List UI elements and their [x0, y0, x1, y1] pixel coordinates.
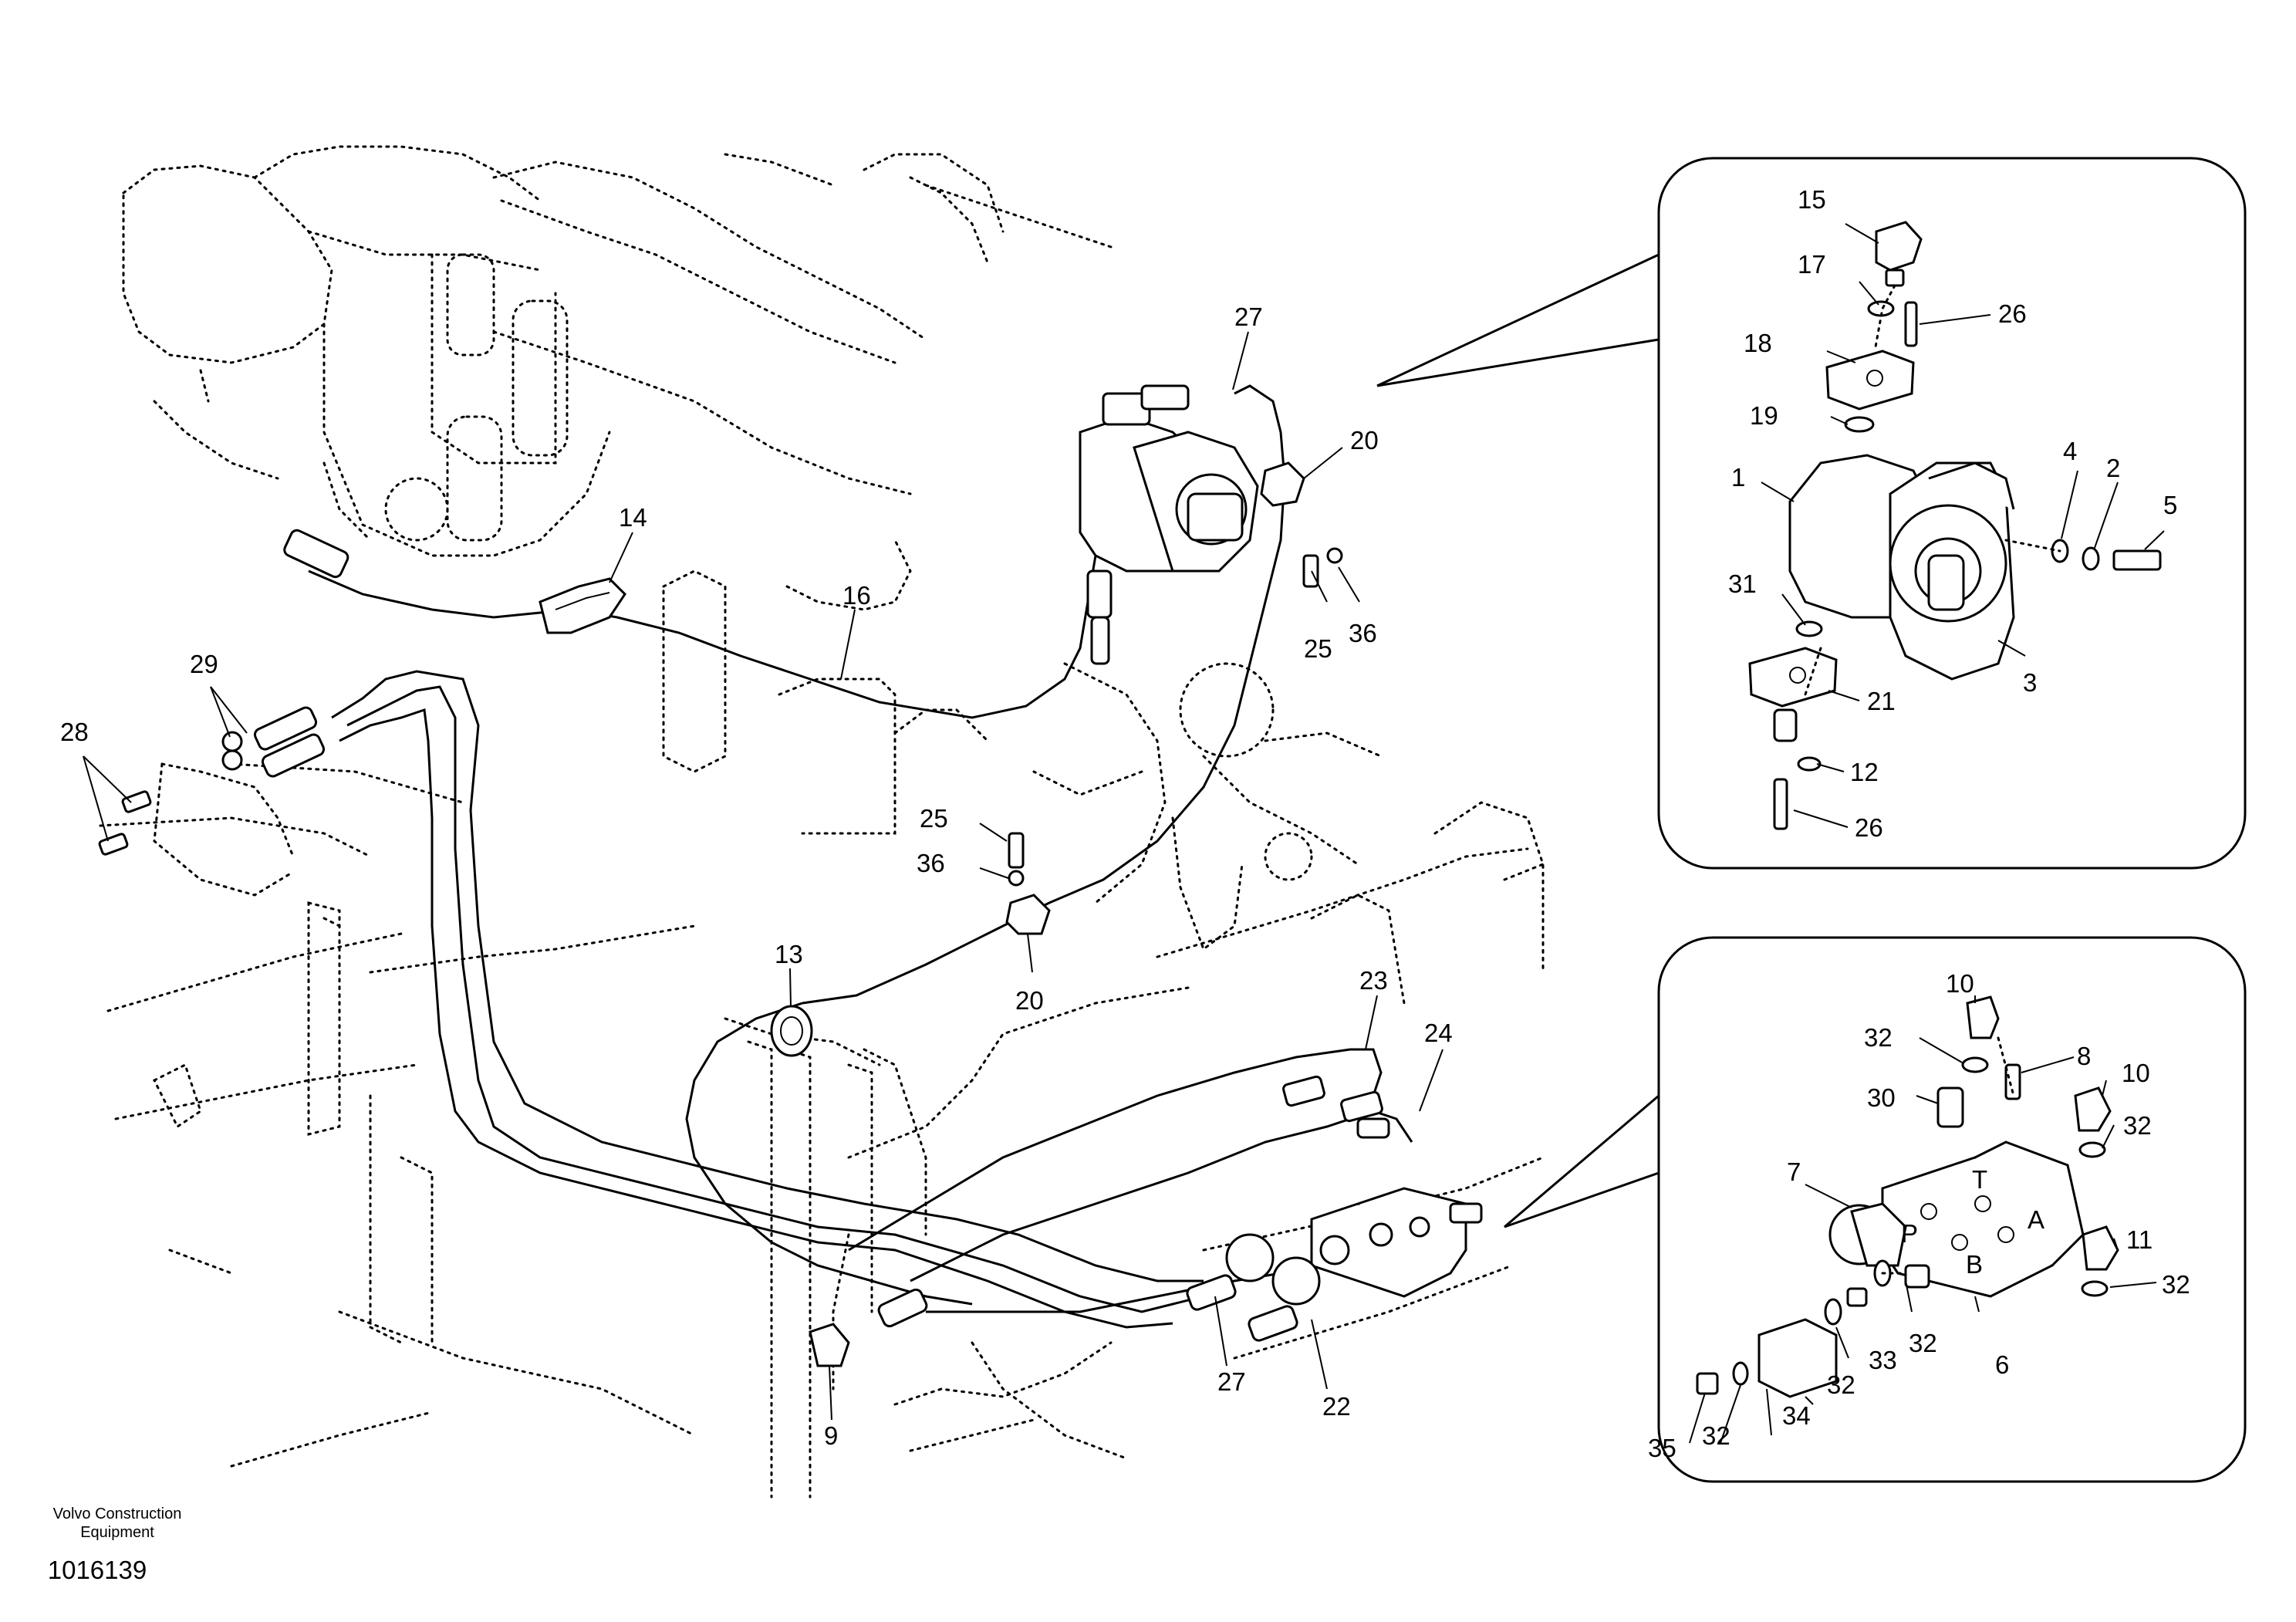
callout-20-lower: 20	[1015, 986, 1044, 1015]
valve-block-assembly	[877, 1075, 1483, 1342]
callout-27-lower: 27	[1217, 1367, 1246, 1396]
fan-motor-assembly	[1079, 384, 1259, 665]
callout-11: 11	[2126, 1225, 2152, 1254]
callout-10-right: 10	[2122, 1059, 2150, 1087]
callout-7: 7	[1787, 1157, 1801, 1186]
callout-25-lower: 25	[920, 804, 948, 833]
callout-27-upper: 27	[1234, 302, 1263, 331]
callout-4: 4	[2063, 437, 2077, 465]
callout-32-d: 32	[1909, 1329, 1937, 1357]
callout-36-lower: 36	[917, 849, 945, 877]
detail-box-fan-motor	[1376, 157, 2247, 870]
callout-14: 14	[619, 503, 647, 532]
callout-6: 6	[1995, 1350, 2009, 1379]
callout-3: 3	[2023, 668, 2037, 697]
callout-32-e: 32	[1827, 1370, 1855, 1399]
callout-32-b: 32	[2123, 1111, 2152, 1140]
footer: Volvo Construction Equipment 1016139	[48, 1505, 182, 1584]
callout-21: 21	[1867, 687, 1896, 715]
callout-12: 12	[1850, 758, 1879, 786]
callout-31: 31	[1728, 569, 1757, 598]
port-label-a: A	[2028, 1205, 2044, 1234]
callout-13: 13	[775, 940, 803, 968]
callout-8: 8	[2077, 1042, 2091, 1070]
callout-32-c: 32	[2162, 1270, 2190, 1299]
drawing-number: 1016139	[48, 1556, 147, 1584]
callout-15: 15	[1798, 185, 1826, 214]
callout-33: 33	[1869, 1346, 1897, 1374]
clamps-and-fittings	[98, 461, 1343, 1367]
callout-32-f: 32	[1702, 1421, 1730, 1450]
callout-18: 18	[1744, 329, 1772, 357]
callout-36-upper: 36	[1349, 619, 1377, 647]
port-label-p: P	[1901, 1219, 1918, 1248]
callout-29: 29	[190, 650, 218, 678]
callout-28: 28	[60, 718, 89, 746]
callout-32-a: 32	[1864, 1023, 1893, 1052]
callout-9: 9	[824, 1421, 838, 1450]
callout-34: 34	[1782, 1401, 1811, 1430]
callout-25-upper: 25	[1304, 634, 1332, 663]
port-label-b: B	[1966, 1250, 1983, 1279]
engine-background	[122, 145, 1383, 951]
leader-lines	[83, 223, 2165, 1444]
port-label-t: T	[1972, 1165, 1987, 1194]
company-name-line1: Volvo Construction	[53, 1505, 182, 1522]
callout-26-upper: 26	[1998, 299, 2027, 328]
callout-35: 35	[1648, 1434, 1676, 1462]
detail-box-valve-block	[1504, 936, 2247, 1483]
callout-2: 2	[2106, 454, 2120, 482]
callout-24: 24	[1424, 1019, 1453, 1047]
callout-1: 1	[1731, 463, 1745, 492]
callout-22: 22	[1322, 1392, 1351, 1421]
callout-26-lower: 26	[1855, 813, 1883, 842]
frame-background	[99, 762, 1545, 1499]
callout-19: 19	[1750, 401, 1778, 430]
callout-16: 16	[842, 581, 871, 610]
company-name-line2: Equipment	[80, 1524, 154, 1541]
callout-5: 5	[2163, 491, 2177, 519]
callout-labels: 14 16 27 20 25 36 29 28 25 36 13 20 23 2…	[60, 185, 2190, 1462]
callout-20-upper: 20	[1350, 426, 1379, 454]
callout-17: 17	[1798, 250, 1826, 279]
callout-23: 23	[1359, 966, 1388, 995]
callout-10-left: 10	[1946, 969, 1974, 998]
hydraulic-lines	[308, 384, 1413, 1329]
callout-30: 30	[1867, 1083, 1896, 1112]
